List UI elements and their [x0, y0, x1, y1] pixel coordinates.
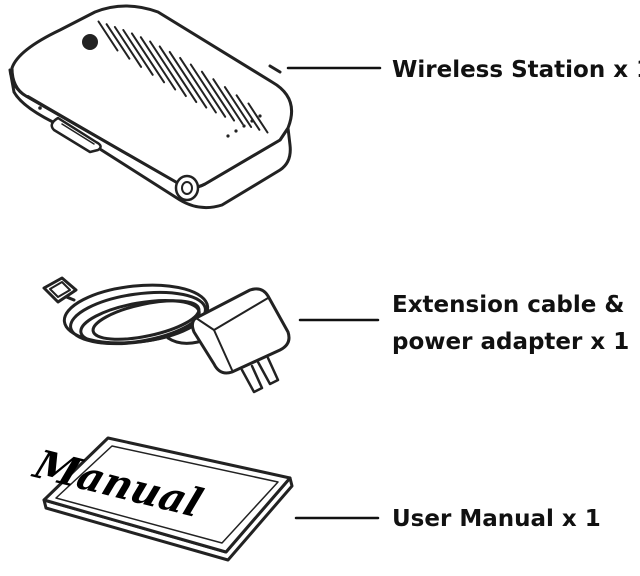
vent-slot — [247, 102, 269, 134]
vent-slot — [105, 23, 131, 60]
station-status-lights — [226, 114, 262, 138]
cable-and-adapter-illustration — [42, 276, 291, 394]
label-wireless-station: Wireless Station x 1 — [392, 57, 640, 83]
label-cable-adapter-line-1: Extension cable & — [392, 292, 624, 318]
vent-slot — [139, 36, 177, 91]
station-vent-slots — [97, 20, 269, 134]
vent-slot — [235, 94, 261, 131]
label-cable-adapter: Extension cable & power adapter x 1 — [392, 292, 632, 355]
leader-lines — [286, 66, 382, 520]
vent-slot — [212, 78, 244, 125]
vent-slot — [168, 50, 208, 109]
vent-slot — [122, 29, 154, 76]
vent-slot — [130, 32, 166, 84]
vent-slot — [179, 56, 217, 114]
user-manual-illustration — [42, 436, 294, 562]
wireless-station-illustration — [8, 4, 293, 210]
vent-slot — [200, 70, 236, 122]
vent-slot — [223, 86, 253, 128]
vent-slot — [158, 45, 198, 104]
vent-slot — [189, 63, 227, 118]
label-cable-adapter-line-2: power adapter x 1 — [392, 329, 629, 355]
vent-slot — [149, 40, 187, 98]
vent-slot — [97, 20, 119, 52]
vent-slot — [113, 26, 143, 68]
label-user-manual: User Manual x 1 — [392, 506, 601, 532]
